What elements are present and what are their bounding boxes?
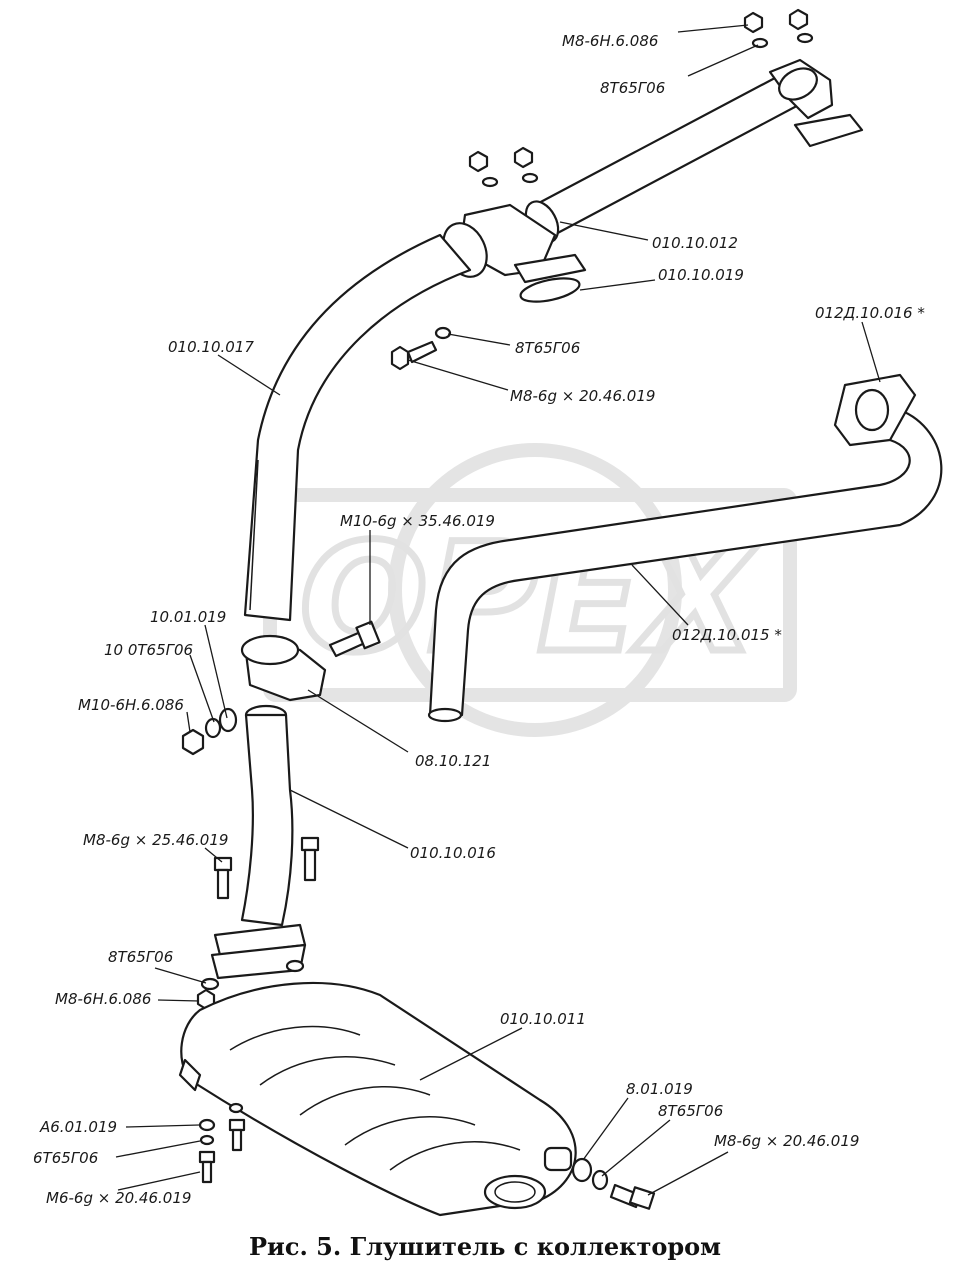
label-part-010-10-016: 010.10.016: [410, 844, 496, 862]
watermark: OPEX: [263, 443, 797, 737]
label-bolt-m8-25: M8-6g × 25.46.019: [83, 831, 228, 849]
clamp-fasteners: [181, 707, 238, 756]
label-washer-a6: A6.01.019: [39, 1118, 117, 1136]
label-bolt-m10-35: M10-6g × 35.46.019: [340, 512, 495, 530]
pipe-010-10-017: [243, 233, 472, 622]
lower-bolts: [196, 836, 320, 1011]
label-bolt-m8-20-mid: M8-6g × 20.46.019: [510, 387, 655, 405]
muffler-right-fasteners: [571, 1157, 656, 1210]
label-washer-8t-top: 8T65Г06: [600, 79, 665, 97]
label-washer-6t: 6T65Г06: [33, 1149, 98, 1167]
label-washer-8t-right: 8T65Г06: [658, 1102, 723, 1120]
top-fasteners: [468, 8, 814, 188]
mid-fasteners: [390, 326, 452, 371]
pipe-010-10-012: [524, 58, 864, 244]
label-muffler-010-10-011: 010.10.011: [500, 1010, 586, 1028]
muffler-left-fasteners: [198, 1102, 246, 1184]
label-washer-10t: 10 0T65Г06: [104, 641, 193, 659]
label-bolt-m6-20: M6-6g × 20.46.019: [46, 1189, 191, 1207]
label-nut-m10: M10-6H.6.086: [78, 696, 184, 714]
label-nut-m8-top: M8-6H.6.086: [562, 32, 658, 50]
label-clamp-08-10-121: 08.10.121: [415, 752, 491, 770]
label-part-010-10-019: 010.10.019: [658, 266, 744, 284]
label-part-010-10-017: 010.10.017: [168, 338, 254, 356]
label-part-010-10-012: 010.10.012: [652, 234, 738, 252]
label-washer-8t-low: 8T65Г06: [108, 948, 173, 966]
leader-lines: [115, 24, 881, 1196]
figure-caption: Рис. 5. Глушитель с коллектором: [249, 1232, 721, 1261]
clamp-08-10-121: [240, 620, 381, 702]
muffler-010-10-011: [178, 981, 577, 1217]
label-washer-10-01: 10.01.019: [150, 608, 226, 626]
label-nut-m8-low: M8-6H.6.086: [55, 990, 151, 1008]
pipe-010-10-016: [210, 704, 307, 980]
label-washer-8-01: 8.01.019: [626, 1080, 693, 1098]
label-washer-8t-mid: 8T65Г06: [515, 339, 580, 357]
label-part-012d-10-016: 012Д.10.016 *: [815, 304, 925, 322]
flange-joint: [442, 203, 587, 303]
label-bolt-m8-20-right: M8-6g × 20.46.019: [714, 1132, 859, 1150]
label-part-012d-10-015: 012Д.10.015 *: [672, 626, 782, 644]
pipe-012d-10-015: [427, 373, 943, 723]
part-labels: M8-6H.6.086 8T65Г06 010.10.012 010.10.01…: [33, 32, 925, 1207]
